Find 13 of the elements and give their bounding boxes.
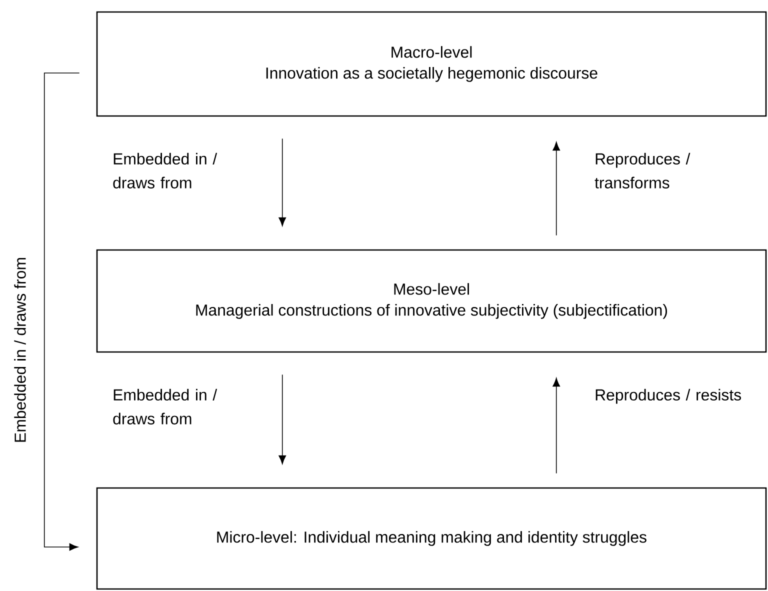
level-box: Meso-level Managerial constructions of innovative subjectivity (subjectification) xyxy=(96,249,767,353)
arrow xyxy=(44,72,80,551)
edge-label: Reproduces / transforms xyxy=(594,152,690,188)
level-box: Micro-level: Individual meaning making and identity struggles xyxy=(96,487,767,590)
edge-label: Reproduces / resists xyxy=(596,388,741,404)
arrow xyxy=(552,378,560,474)
level-box: Macro-level Innovation as a societally hegemonic discourse xyxy=(96,11,767,117)
edge-label: Embedded in / draws from xyxy=(113,388,218,424)
arrow xyxy=(278,138,286,226)
arrow xyxy=(278,374,286,464)
edge-label: Embedded in / draws from xyxy=(14,258,26,442)
arrow xyxy=(552,142,560,236)
edge-label: Embedded in / draws from xyxy=(113,152,218,188)
